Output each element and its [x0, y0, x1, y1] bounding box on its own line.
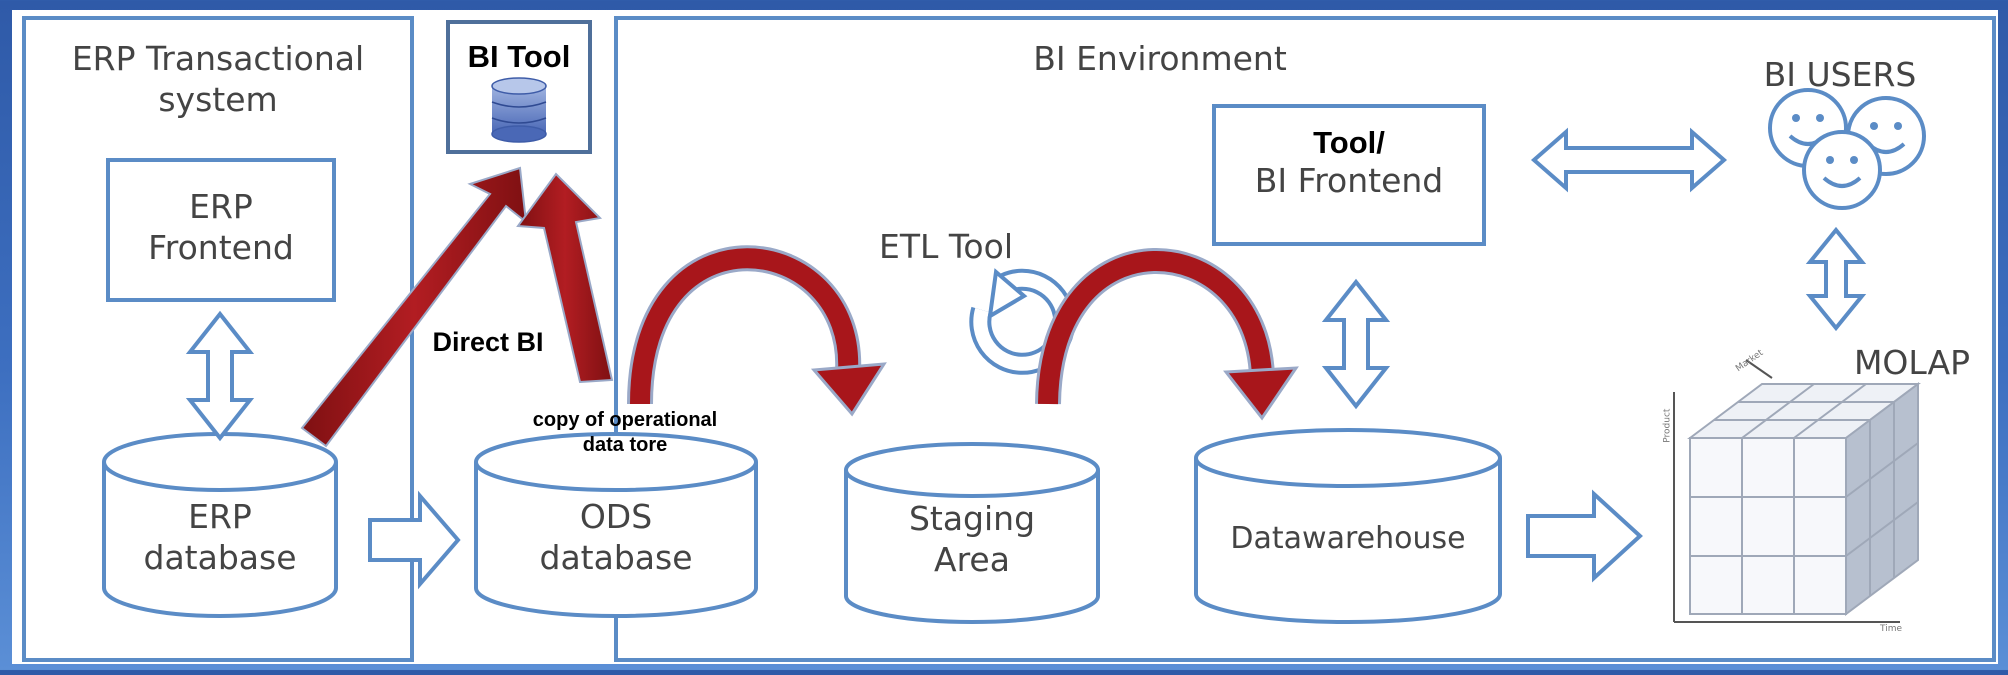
- users-vertical-double-arrow: [1805, 226, 1867, 332]
- erp-to-ods-arrow: [368, 490, 461, 590]
- datawarehouse-cylinder: [1194, 458, 1502, 624]
- erp-system-box: [22, 16, 414, 662]
- bi-users-label: BI USERS: [1763, 55, 1917, 94]
- staging-area-cylinder: [844, 470, 1100, 624]
- molap-cube-icon: [1673, 359, 1921, 623]
- erp-database-cylinder: [102, 462, 338, 618]
- dw-vertical-double-arrow: [1321, 278, 1391, 410]
- erp-database-top: [102, 432, 338, 492]
- bi-frontend-box: [1212, 104, 1486, 246]
- etl-tool-label: ETL Tool: [879, 227, 1013, 266]
- bi-environment-box: [614, 16, 1996, 662]
- ods-database-cylinder: [474, 462, 758, 618]
- database-icon: [491, 77, 547, 143]
- direct-bi-arrow-from-ods: [516, 172, 614, 384]
- erp-system-title: ERP Transactional system: [71, 39, 365, 120]
- frontend-users-double-arrow: [1530, 127, 1728, 193]
- erp-vertical-double-arrow: [185, 310, 255, 442]
- ods-database-top: [474, 432, 758, 492]
- molap-label: MOLAP: [1853, 343, 1971, 382]
- datawarehouse-label: Datawarehouse: [1230, 521, 1466, 556]
- staging-area-top: [844, 442, 1100, 498]
- direct-bi-label: Direct BI: [432, 327, 544, 357]
- cube-axis-product: Product: [1662, 408, 1673, 443]
- bi-frontend-label-line1: Tool/: [1313, 125, 1385, 160]
- direct-bi-arrow-from-erp: [300, 166, 528, 448]
- cube-axis-time: Time: [1879, 624, 1903, 634]
- erp-frontend-box: [106, 158, 336, 302]
- ods-to-staging-curved-arrow: [627, 245, 887, 417]
- erp-database-label: ERP database: [143, 497, 297, 578]
- ods-database-label: ODS database: [539, 497, 693, 578]
- bi-frontend-label-line2: BI Frontend: [1254, 161, 1444, 200]
- dw-to-molap-arrow: [1526, 489, 1643, 583]
- bi-tool-title: BI Tool: [467, 39, 571, 74]
- datawarehouse-top: [1194, 428, 1502, 488]
- erp-frontend-label: ERP Frontend: [148, 187, 294, 268]
- users-icon: [1768, 88, 1926, 210]
- staging-area-label: Staging Area: [908, 499, 1036, 580]
- ods-copy-label: copy of operational data tore: [532, 409, 718, 456]
- staging-to-dw-curved-arrow: [1035, 248, 1299, 421]
- bi-environment-title: BI Environment: [1033, 39, 1287, 78]
